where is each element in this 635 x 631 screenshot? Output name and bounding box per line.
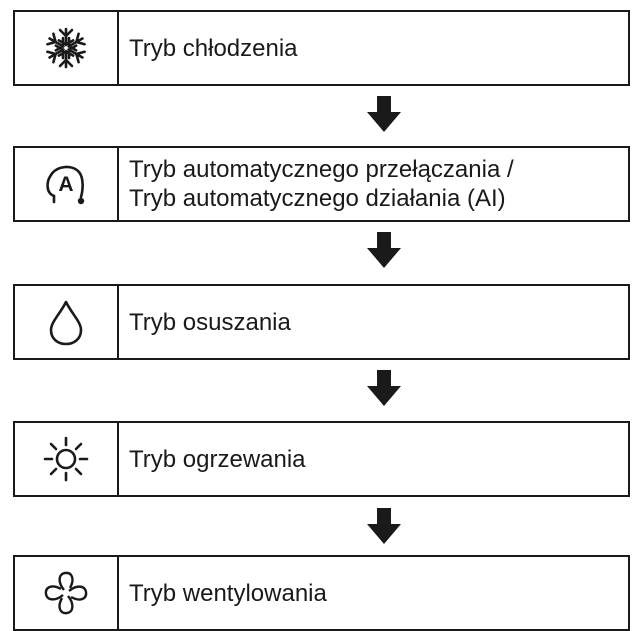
mode-step-auto: A Tryb automatycznego przełączania / Try…: [13, 146, 630, 222]
step-label: Tryb wentylowania: [119, 557, 628, 629]
auto-mode-icon: A: [46, 165, 85, 205]
step-label-line: Tryb ogrzewania: [129, 445, 306, 473]
auto-mode-letter: A: [58, 173, 73, 196]
water-drop-icon: [49, 300, 83, 346]
down-arrow-icon: [367, 96, 401, 132]
fan-icon: [44, 571, 88, 615]
icon-cell: [15, 286, 119, 358]
snowflake-icon: [45, 27, 87, 69]
step-label: Tryb chłodzenia: [119, 12, 628, 84]
down-arrow-icon: [367, 508, 401, 544]
mode-step-fan: Tryb wentylowania: [13, 555, 630, 631]
icon-cell: [15, 557, 119, 629]
step-label: Tryb automatycznego przełączania / Tryb …: [119, 148, 628, 220]
step-label: Tryb osuszania: [119, 286, 628, 358]
mode-step-cooling: Tryb chłodzenia: [13, 10, 630, 86]
step-label-line: Tryb osuszania: [129, 308, 291, 336]
icon-cell: [15, 12, 119, 84]
down-arrow-icon: [367, 370, 401, 406]
step-label-line: Tryb chłodzenia: [129, 34, 298, 62]
step-label-line: Tryb wentylowania: [129, 579, 327, 607]
mode-step-dry: Tryb osuszania: [13, 284, 630, 360]
icon-cell: A: [15, 148, 119, 220]
step-label: Tryb ogrzewania: [119, 423, 628, 495]
step-label-line: Tryb automatycznego przełączania /: [129, 156, 514, 183]
down-arrow-icon: [367, 232, 401, 268]
icon-cell: [15, 423, 119, 495]
mode-step-heat: Tryb ogrzewania: [13, 421, 630, 497]
sun-icon: [43, 436, 89, 482]
step-label-line: Tryb automatycznego działania (AI): [129, 185, 506, 212]
